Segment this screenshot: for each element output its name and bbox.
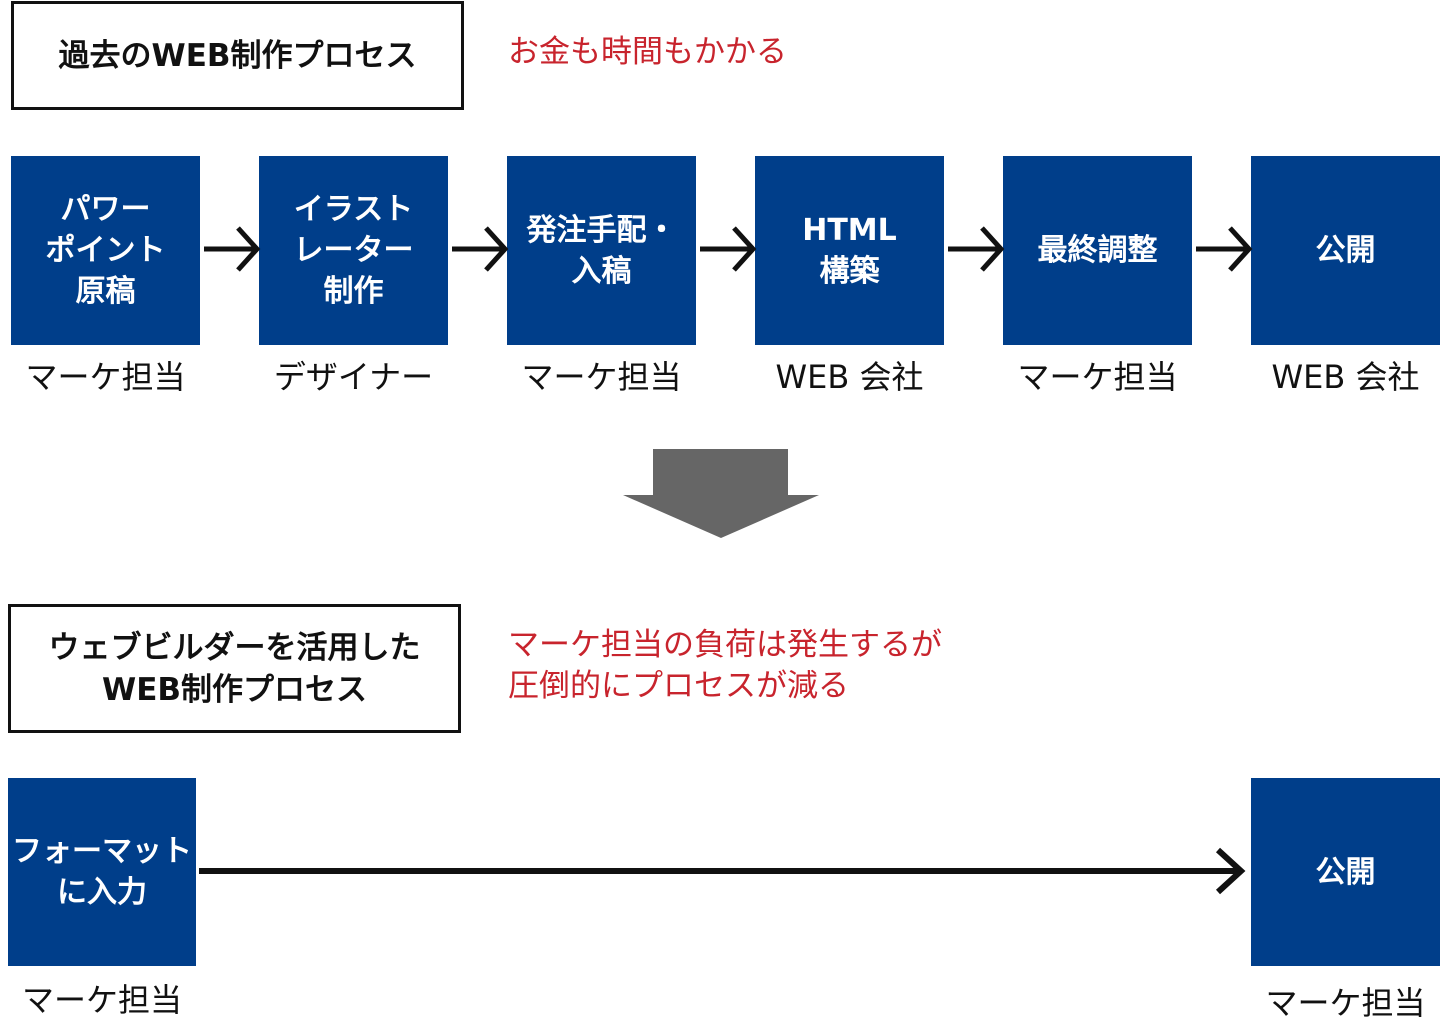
step-block-publish: 公開 <box>1251 778 1440 966</box>
step-block: HTML 構築 <box>755 156 944 345</box>
new-process-note-line1: マーケ担当の負荷は発生するが <box>508 627 942 663</box>
step-block: 最終調整 <box>1003 156 1192 345</box>
step-role: マーケ担当 <box>1265 984 1426 1022</box>
down-arrow-icon <box>623 449 819 538</box>
arrow-head-icon <box>980 226 1005 272</box>
step-role: WEB 会社 <box>1271 358 1420 396</box>
step-role: WEB 会社 <box>775 358 924 396</box>
step-block: 発注手配・ 入稿 <box>507 156 696 345</box>
step-block: 公開 <box>1251 156 1440 345</box>
arrow-head-icon <box>1228 226 1253 272</box>
arrow-head-icon <box>236 226 261 272</box>
step-block: イラスト レーター 制作 <box>259 156 448 345</box>
old-process-note: お金も時間もかかる <box>508 34 787 70</box>
arrow-head-icon <box>484 226 509 272</box>
step-role: マーケ担当 <box>25 358 186 396</box>
step-role: マーケ担当 <box>21 981 182 1019</box>
arrow-head-icon <box>732 226 757 272</box>
step-role: マーケ担当 <box>521 358 682 396</box>
step-role: マーケ担当 <box>1017 358 1178 396</box>
new-process-note-line2: 圧倒的にプロセスが減る <box>508 668 849 704</box>
step-role: デザイナー <box>273 358 434 396</box>
long-arrow-head-icon <box>1215 847 1246 895</box>
step-block: パワー ポイント 原稿 <box>11 156 200 345</box>
step-block-format-input: フォーマット に入力 <box>8 778 196 966</box>
new-process-title: ウェブビルダーを活用した WEB制作プロセス <box>8 604 461 733</box>
old-process-title: 過去のWEB制作プロセス <box>11 1 464 110</box>
